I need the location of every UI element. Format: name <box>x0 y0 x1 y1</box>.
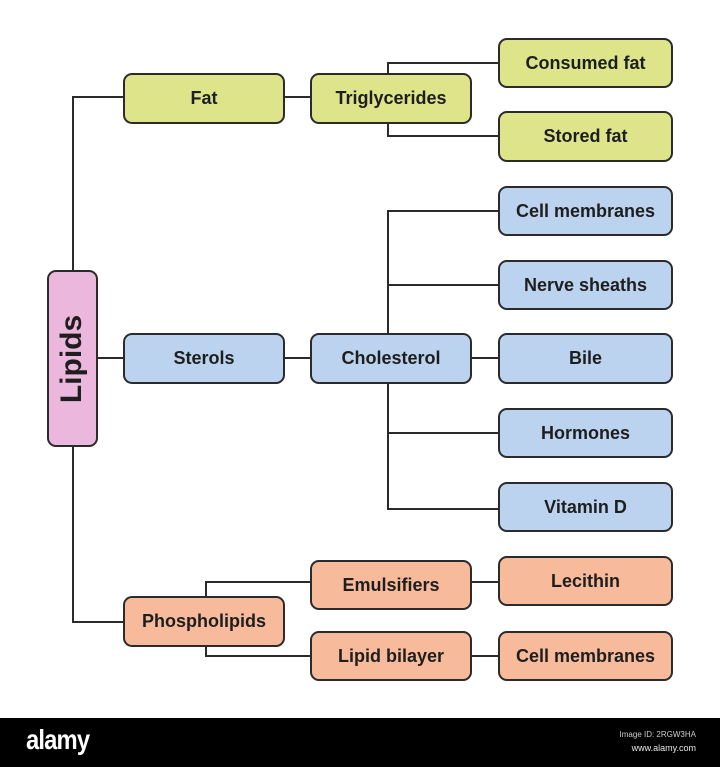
node-stored-fat: Stored fat <box>498 111 673 162</box>
node-nerve-sheaths: Nerve sheaths <box>498 260 673 310</box>
node-hormones: Hormones <box>498 408 673 458</box>
node-consumed-fat: Consumed fat <box>498 38 673 88</box>
node-phospholipids: Phospholipids <box>123 596 285 647</box>
node-emulsifiers: Emulsifiers <box>310 560 472 610</box>
node-triglycerides: Triglycerides <box>310 73 472 124</box>
watermark-footer: alamy Image ID: 2RGW3HA www.alamy.com <box>0 718 720 767</box>
node-fat: Fat <box>123 73 285 124</box>
alamy-logo: alamy <box>26 724 90 755</box>
lipids-diagram: Lipids Fat Triglycerides Consumed fat St… <box>47 38 673 681</box>
connector-phospholipids-bilayer <box>205 646 311 657</box>
node-lecithin: Lecithin <box>498 556 673 606</box>
node-cell-membranes-2: Cell membranes <box>498 631 673 681</box>
connector-phospholipids-emulsifiers <box>205 581 311 597</box>
node-bile: Bile <box>498 333 673 384</box>
node-sterols: Sterols <box>123 333 285 384</box>
image-id: Image ID: 2RGW3HA <box>619 730 696 739</box>
node-cholesterol: Cholesterol <box>310 333 472 384</box>
connector-cholesterol-down <box>387 383 499 510</box>
node-cell-membranes: Cell membranes <box>498 186 673 236</box>
connector-root-fat <box>72 96 124 271</box>
connector-lines <box>72 62 499 657</box>
root-node-lipids: Lipids <box>47 270 98 447</box>
footer-url: www.alamy.com <box>631 743 696 753</box>
node-lipid-bilayer: Lipid bilayer <box>310 631 472 681</box>
connector-root-phospholipids <box>72 446 124 623</box>
node-vitamin-d: Vitamin D <box>498 482 673 532</box>
connector-triglycerides-leaves <box>387 62 499 137</box>
root-label: Lipids <box>55 314 89 403</box>
connector-cholesterol-up <box>387 210 499 334</box>
